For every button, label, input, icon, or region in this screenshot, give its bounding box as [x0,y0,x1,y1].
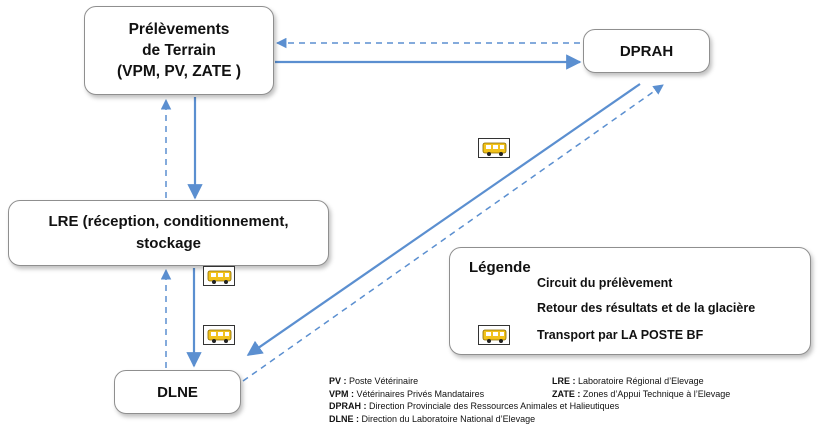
legend-truck-label: Transport par LA POSTE BF [537,328,704,342]
node-prelevements-de-terrain: Prélèvements de Terrain (VPM, PV, ZATE ) [84,6,274,95]
node-prelevements-line2: de Terrain [142,42,216,59]
abbr-key: DLNE : [329,413,359,424]
node-dlne-label: DLNE [157,383,198,401]
bus-icon [478,325,510,345]
node-lre: LRE (réception, conditionnement, stockag… [8,200,329,266]
node-lre-line2: stockage [135,235,202,252]
node-dprah-label: DPRAH [619,42,674,60]
abbr-value: Vétérinaires Privés Mandataires [356,388,485,399]
abbr-value: Zones d’Appui Technique à l’Elevage [582,388,731,399]
node-dlne: DLNE [114,370,241,414]
abbr-key: LRE : [552,376,576,386]
bus-icon [478,138,510,158]
node-dprah: DPRAH [583,29,710,73]
abbr-value: Direction du Laboratoire National d’Elev… [361,413,536,424]
abbr-row: VPM : Vétérinaires Privés Mandataires ZA… [329,388,730,401]
legend-title: Légende [469,259,531,276]
bus-icon [203,325,235,345]
abbr-value: Direction Provinciale des Ressources Ani… [369,401,620,411]
node-prelevements-line3: (VPM, PV, ZATE ) [116,63,241,80]
abbr-col2: LRE : Laboratoire Régional d’Elevage [552,375,704,388]
abbr-key: VPM : [329,388,355,399]
abbr-key: ZATE : [552,388,581,399]
abbr-value: Laboratoire Régional d’Elevage [578,376,704,386]
legend-solid-label: Circuit du prélèvement [537,276,673,290]
legend-box: Légende Circuit du prélèvement Retour de… [449,247,811,355]
abbr-row: PV : Poste Vétérinaire LRE : Laboratoire… [329,375,704,388]
abbr-col2: ZATE : Zones d’Appui Technique à l’Eleva… [552,388,730,401]
bus-icon [203,266,235,286]
abbr-key: PV : [329,376,347,386]
node-prelevements-line1: Prélèvements [128,21,230,38]
abbreviations: PV : Poste Vétérinaire LRE : Laboratoire… [329,375,730,426]
node-lre-line1: LRE (réception, conditionnement, [48,213,289,230]
abbr-value: Poste Vétérinaire [349,376,419,386]
abbr-row: DLNE : Direction du Laboratoire National… [329,413,619,426]
abbr-row: DPRAH : Direction Provinciale des Ressou… [329,400,619,413]
abbr-key: DPRAH : [329,401,367,411]
arrow-dlne-to-dprah [242,84,664,382]
arrow-dprah-to-dlne [246,83,641,356]
legend-dashed-label: Retour des résultats et de la glacière [537,301,756,315]
